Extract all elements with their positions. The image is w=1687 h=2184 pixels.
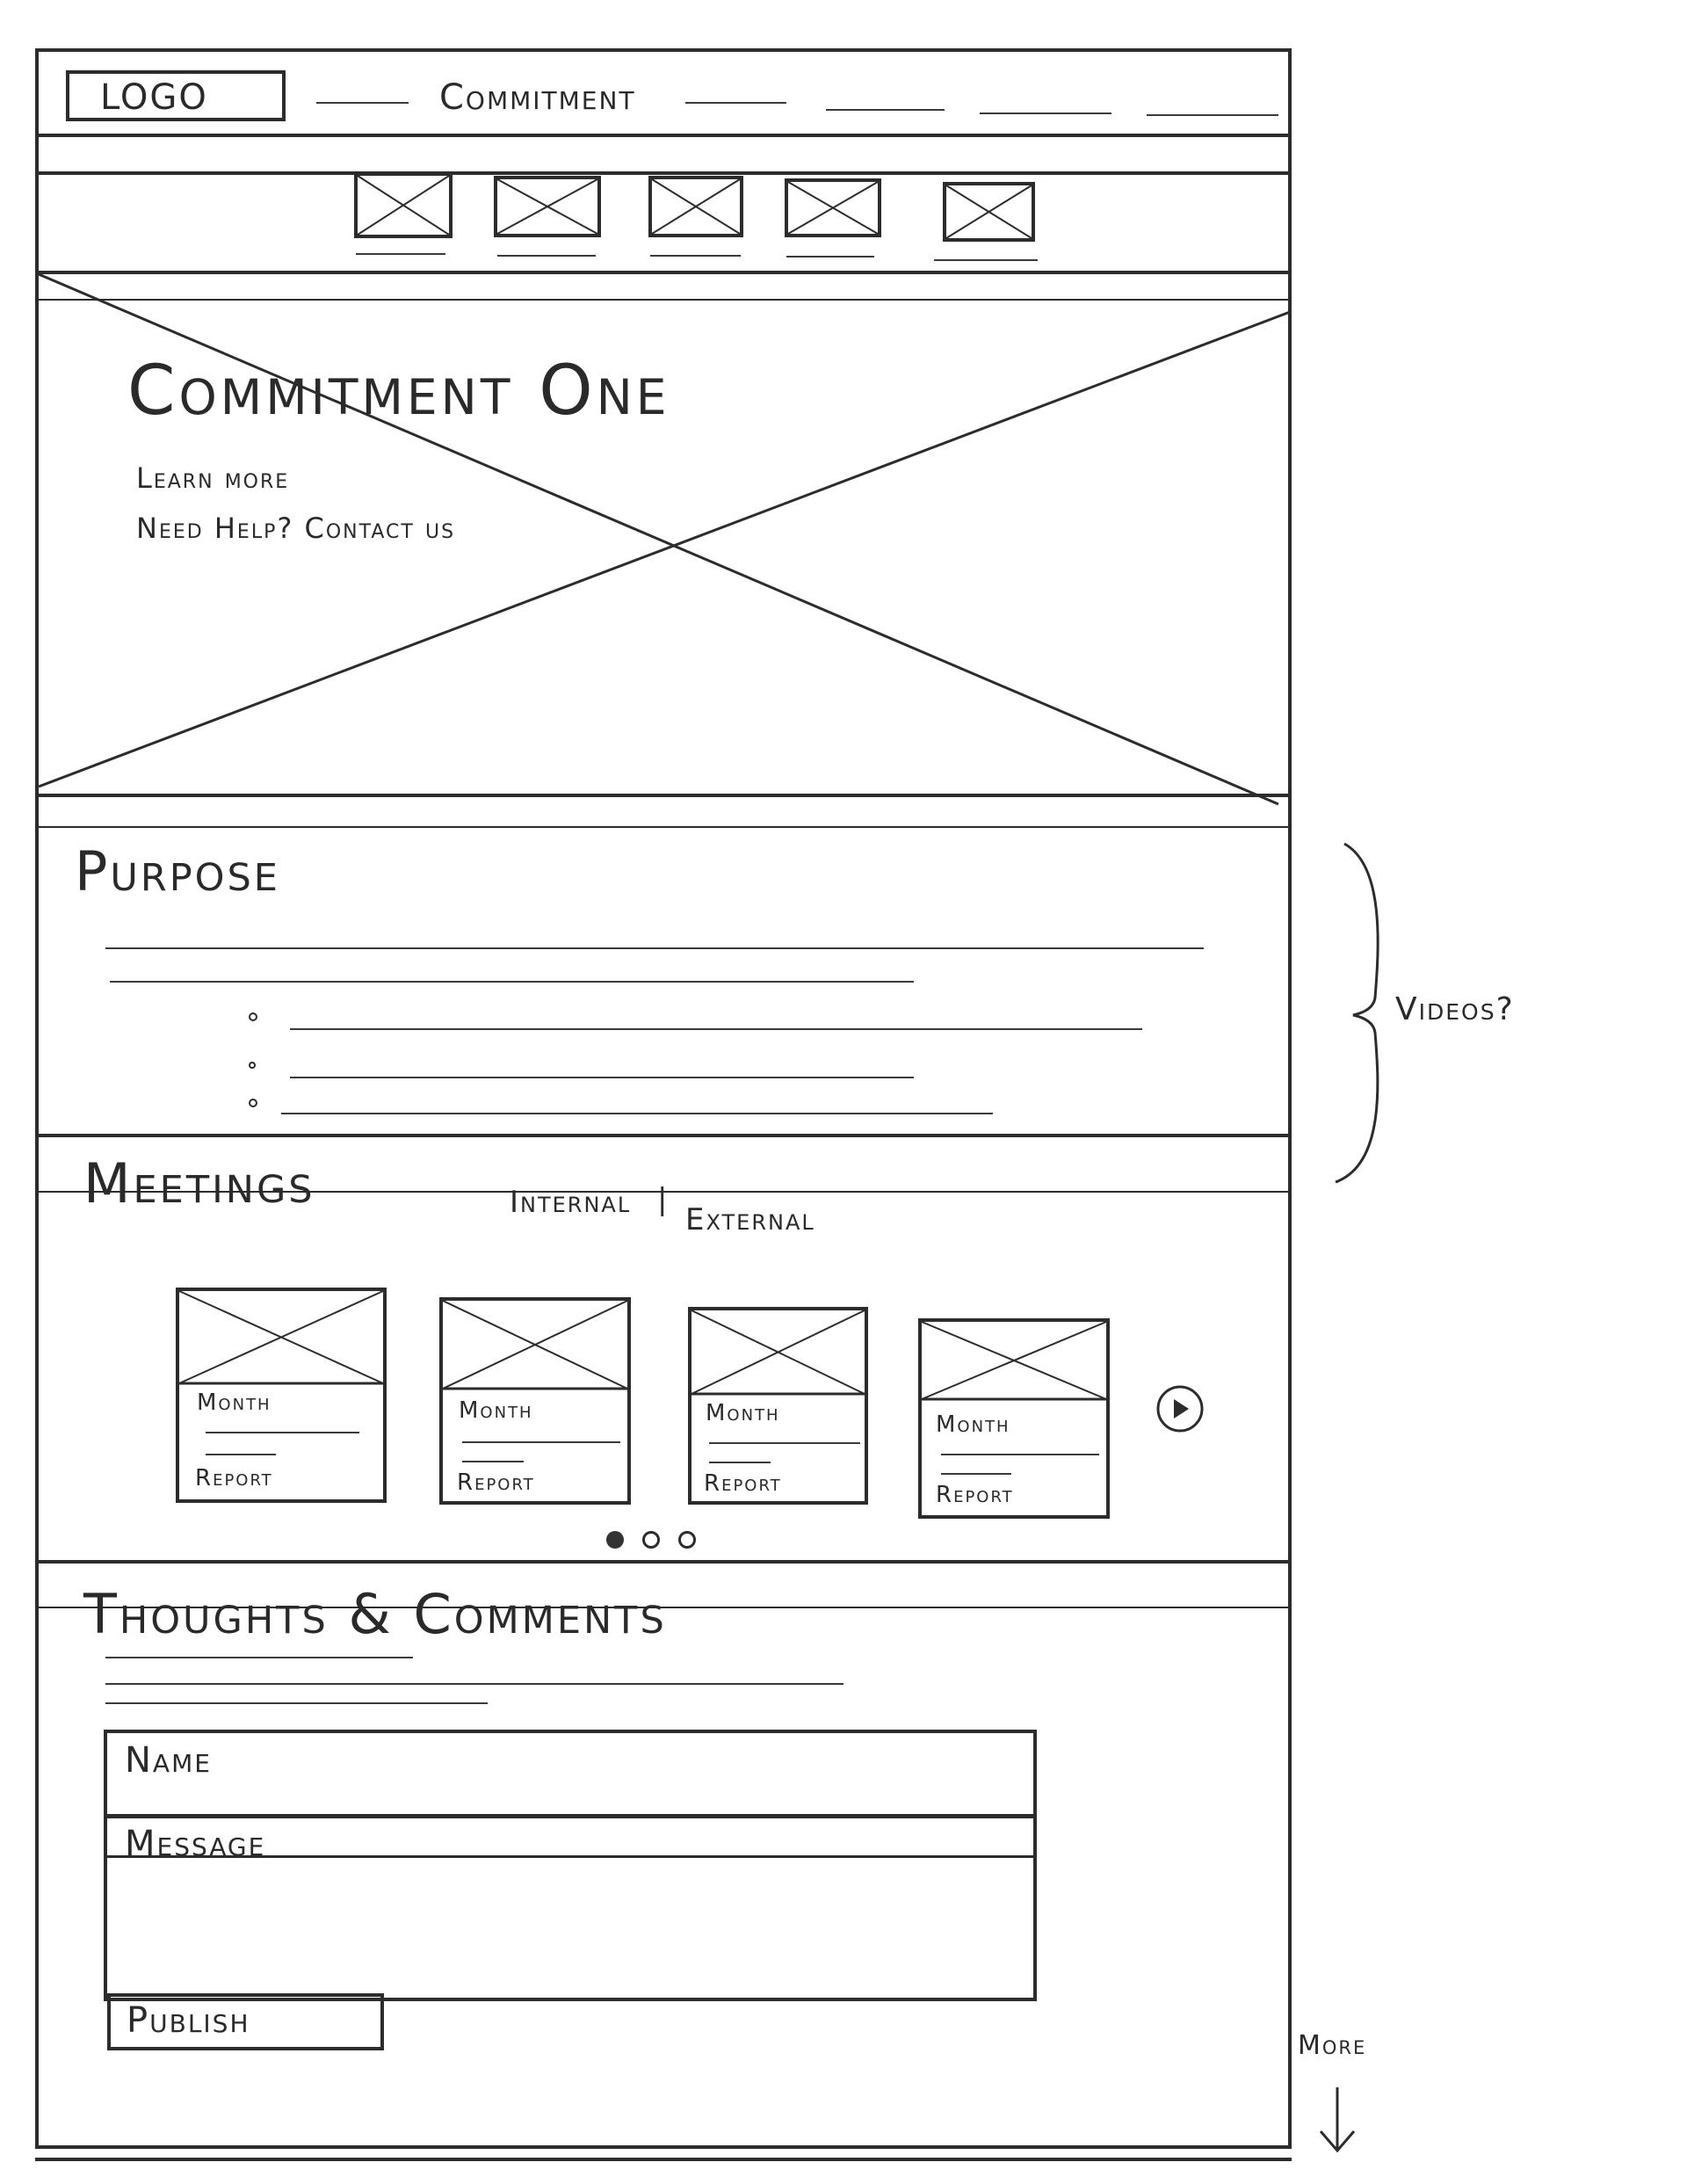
icon-placeholder-1-x — [357, 175, 450, 236]
publish-button[interactable]: Publish — [107, 1993, 384, 2050]
name-placeholder: Name — [125, 1740, 212, 1781]
meeting-card[interactable]: Month Report — [688, 1307, 868, 1505]
meeting-card-line — [462, 1441, 620, 1443]
icon-placeholder-4-x — [787, 181, 879, 235]
comments-title: Thoughts & Comments — [83, 1582, 667, 1646]
bullet-dot-1 — [249, 1012, 257, 1021]
meeting-card-line — [941, 1454, 1099, 1455]
bullet-dot-3 — [249, 1099, 257, 1107]
videos-annotation: Videos? — [1395, 991, 1515, 1027]
comments-text-line-2 — [105, 1683, 844, 1685]
meeting-card-month: Month — [936, 1411, 1010, 1438]
purpose-top-line — [35, 826, 1292, 828]
meeting-card-month: Month — [459, 1397, 533, 1424]
purpose-text-line-1 — [105, 947, 1204, 949]
carousel-dot[interactable] — [642, 1531, 660, 1549]
meeting-card-thumbnail — [178, 1290, 384, 1385]
carousel-next-icon[interactable] — [1155, 1384, 1208, 1437]
meeting-card[interactable]: Month Report — [176, 1288, 387, 1503]
meeting-card-report[interactable]: Report — [936, 1482, 1014, 1508]
publish-label: Publish — [127, 2000, 250, 2041]
meeting-card-thumbnail — [921, 1321, 1107, 1401]
icon-label-4 — [786, 256, 874, 258]
purpose-title: Purpose — [75, 839, 280, 903]
meeting-card-thumbnail — [691, 1310, 865, 1396]
icon-placeholder-3-x — [651, 178, 741, 235]
icon-label-3 — [650, 255, 741, 257]
message-placeholder: Message — [125, 1824, 266, 1864]
logo-text: LOGO — [100, 77, 208, 118]
icon-label-2 — [497, 255, 596, 257]
contact-us-link[interactable]: Need Help? Contact us — [136, 512, 456, 545]
icon-row-top-line — [35, 171, 1292, 175]
nav-line-2 — [685, 102, 786, 104]
purpose-bullet-line-2 — [290, 1077, 914, 1078]
meeting-card-line-short — [709, 1462, 771, 1463]
icon-placeholder-3[interactable] — [648, 176, 743, 237]
nav-link-1[interactable] — [826, 109, 945, 111]
tab-external[interactable]: External — [685, 1202, 815, 1237]
comments-top-line — [35, 1607, 1292, 1608]
purpose-text-line-2 — [110, 981, 914, 983]
meeting-card-line-short — [462, 1461, 524, 1462]
videos-brace — [1335, 842, 1379, 1184]
meeting-card-line — [206, 1432, 359, 1433]
comments-text-line-3 — [105, 1702, 488, 1704]
more-annotation: More — [1298, 2030, 1367, 2061]
meetings-title: Meetings — [83, 1151, 315, 1215]
site-title: Commitment — [439, 77, 636, 118]
nav-link-2[interactable] — [980, 112, 1111, 114]
meeting-card-month: Month — [197, 1389, 272, 1416]
hero-bottom-line — [35, 794, 1292, 797]
purpose-bullet-line-1 — [290, 1028, 1142, 1030]
hero-title: Commitment One — [127, 352, 670, 431]
meetings-top-line — [35, 1191, 1292, 1193]
meeting-card-report[interactable]: Report — [704, 1470, 782, 1497]
meeting-card-line-short — [206, 1454, 276, 1455]
purpose-bottom-line — [35, 1134, 1292, 1137]
icon-placeholder-4[interactable] — [785, 178, 881, 237]
meeting-card-report[interactable]: Report — [457, 1469, 535, 1496]
meeting-card-line — [709, 1442, 860, 1444]
icon-row-bottom-line — [35, 271, 1292, 274]
icon-placeholder-2-x — [496, 178, 598, 235]
meeting-card-line-short — [941, 1473, 1011, 1475]
meeting-card-report[interactable]: Report — [195, 1465, 273, 1491]
carousel-dot-active[interactable] — [606, 1531, 624, 1549]
meeting-card[interactable]: Month Report — [439, 1297, 631, 1505]
message-input[interactable]: Message — [104, 1815, 1037, 2001]
comments-text-line-1 — [105, 1657, 413, 1658]
icon-placeholder-1[interactable] — [354, 172, 453, 238]
icon-placeholder-5-x — [945, 185, 1032, 239]
meeting-card-month: Month — [706, 1400, 780, 1426]
page-frame — [35, 48, 1292, 2149]
header-divider — [35, 134, 1292, 137]
meeting-card-thumbnail — [442, 1300, 628, 1390]
bullet-dot-2 — [249, 1062, 256, 1069]
meeting-card[interactable]: Month Report — [918, 1318, 1110, 1519]
nav-link-3[interactable] — [1147, 114, 1278, 116]
tab-separator: | — [657, 1182, 668, 1217]
purpose-bullet-line-3 — [281, 1113, 993, 1114]
icon-placeholder-2[interactable] — [494, 176, 601, 237]
hero-top-line — [35, 299, 1292, 301]
meetings-bottom-line — [35, 1560, 1292, 1564]
icon-label-5 — [934, 259, 1038, 261]
tab-internal[interactable]: Internal — [510, 1185, 632, 1220]
logo-box[interactable]: LOGO — [66, 70, 286, 121]
down-arrow-icon[interactable] — [1314, 2087, 1366, 2166]
learn-more-link[interactable]: Learn more — [136, 461, 290, 495]
icon-placeholder-5[interactable] — [943, 182, 1035, 242]
page-bottom-line — [35, 2158, 1292, 2161]
nav-line-1 — [316, 102, 409, 104]
icon-label-1 — [356, 253, 445, 255]
carousel-dot[interactable] — [678, 1531, 696, 1549]
name-input[interactable]: Name — [104, 1730, 1037, 1818]
message-input-inner-line — [107, 1855, 1033, 1858]
